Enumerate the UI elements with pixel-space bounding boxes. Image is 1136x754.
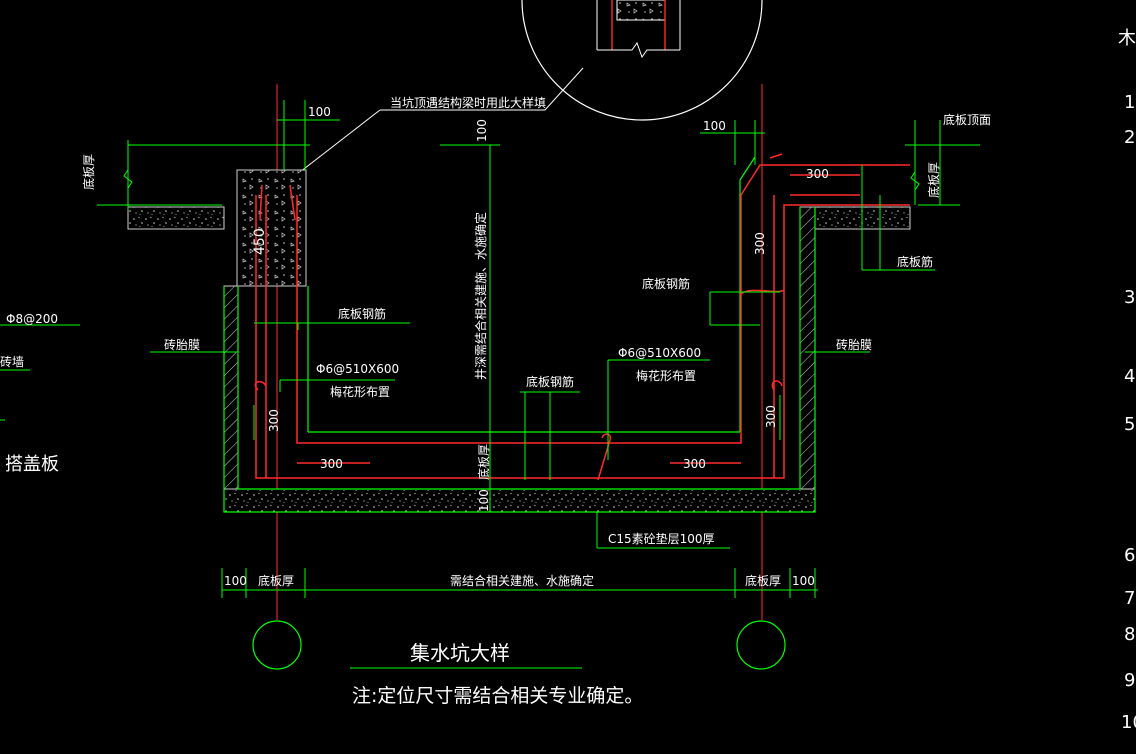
bottom-center-note: 需结合相关建施、水施确定 — [450, 573, 594, 588]
right-edge-number: 8 — [1124, 624, 1135, 645]
dim-300-right-vertical: 300 — [753, 232, 767, 255]
left-cut-2: 砖墙 — [0, 354, 24, 369]
slab-rebar-right: 底板钢筋 — [642, 276, 690, 291]
dim-300-top-right: 300 — [806, 167, 829, 181]
right-edge-number: 2 — [1124, 127, 1135, 148]
bottom-100-center: 100 — [477, 489, 491, 512]
slab-thickness-center: 底板厚 — [476, 444, 491, 480]
dim-100-top-right: 100 — [703, 119, 726, 133]
right-edge-numbers: 1 2 3 4 5 6 7 8 9 10 — [1121, 92, 1136, 733]
right-edge-number: 5 — [1124, 414, 1135, 435]
slab-rebar-bottom: 底板钢筋 — [526, 374, 574, 389]
brick-mold-right: 砖胎膜 — [836, 337, 872, 352]
tie-right: Φ6@510X600 — [618, 346, 701, 360]
dim-100-vertical: 100 — [475, 119, 489, 142]
slab-thickness-right: 底板厚 — [926, 162, 941, 198]
left-cut-1: Φ8@200 — [6, 312, 58, 326]
bottom-slab-right: 底板厚 — [745, 573, 781, 588]
axis-bubbles — [252, 620, 786, 670]
right-edge-number: 1 — [1124, 92, 1135, 113]
right-edge-number: 9 — [1124, 670, 1135, 691]
dim-450: 450 — [252, 228, 268, 255]
tie-right-note: 梅花形布置 — [636, 368, 696, 383]
right-edge-number: 6 — [1124, 545, 1135, 566]
bottom-dim-100-left: 100 — [224, 574, 247, 588]
right-edge-number: 7 — [1124, 588, 1135, 609]
tie-left-note: 梅花形布置 — [330, 384, 390, 399]
dim-300-bottom-right: 300 — [683, 457, 706, 471]
drawing-note: 注:定位尺寸需结合相关专业确定。 — [352, 685, 643, 707]
rebar — [254, 153, 910, 481]
dim-100-top-left: 100 — [308, 105, 331, 119]
concrete-beam-section — [236, 169, 307, 287]
pit-outline — [223, 156, 816, 513]
top-note: 当坑顶遇结构梁时用此大样填 — [390, 95, 546, 110]
slab-rebar-left: 底板钢筋 — [338, 306, 386, 321]
depth-note: 井深需结合相关建施、水施确定 — [473, 212, 488, 380]
right-edge-number: 3 — [1124, 287, 1135, 308]
dimension-lines — [0, 100, 980, 669]
right-edge-number: 10 — [1121, 712, 1136, 733]
dim-300-right-lower: 300 — [764, 405, 778, 428]
tie-left: Φ6@510X600 — [316, 362, 399, 376]
dim-300-bottom-left: 300 — [320, 457, 343, 471]
right-edge-number: 4 — [1124, 366, 1135, 387]
detail-callout-circle — [299, 0, 763, 173]
bottom-slab-left: 底板厚 — [258, 573, 294, 588]
right-cut-top: 木 — [1118, 28, 1136, 49]
slab-rebar-right-lower: 底板筋 — [897, 254, 933, 269]
dim-300-left-vertical: 300 — [267, 409, 281, 432]
bottom-dim-100-right: 100 — [792, 574, 815, 588]
drawing-title: 集水坑大样 — [410, 641, 510, 665]
brick-mold-left: 砖胎膜 — [164, 337, 200, 352]
left-cut-3: 搭盖板 — [5, 454, 59, 475]
cushion-label: C15素砼垫层100厚 — [608, 531, 715, 546]
slab-top-elevation: 底板顶面 — [943, 112, 991, 127]
slab-thickness-left: 底板厚 — [81, 154, 96, 190]
brick-molds — [223, 206, 816, 490]
annotations: 当坑顶遇结构梁时用此大样填 100 100 100 450 300 300 30… — [0, 28, 1136, 707]
